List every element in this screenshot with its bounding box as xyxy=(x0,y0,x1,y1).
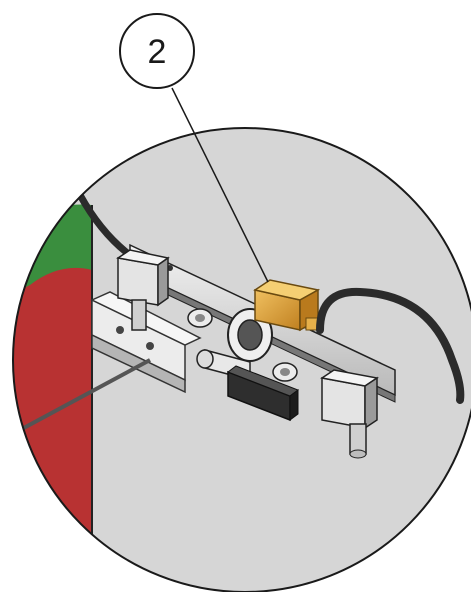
fittings xyxy=(187,308,298,382)
leader-line xyxy=(171,87,269,283)
handle xyxy=(226,365,300,422)
detail-view xyxy=(13,128,471,592)
callout-number: 2 xyxy=(148,33,167,71)
highlighted-valve xyxy=(253,279,323,332)
callout-bubble: 2 xyxy=(119,13,195,89)
left-sensor xyxy=(116,249,170,331)
detail-circle-outline xyxy=(12,127,471,592)
callout-circle xyxy=(119,13,195,89)
rod xyxy=(19,358,151,432)
right-sensor xyxy=(320,369,379,459)
hose-right xyxy=(316,287,465,404)
